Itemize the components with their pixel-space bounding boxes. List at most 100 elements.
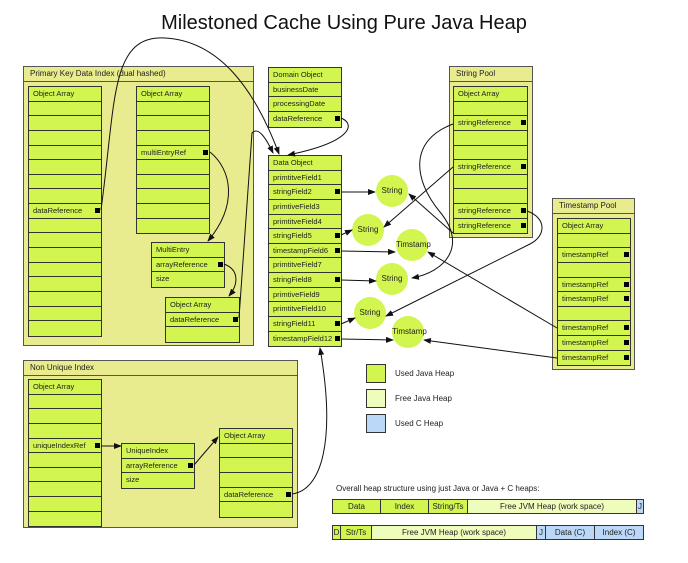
field-label: timestampRef xyxy=(562,338,609,348)
object-title: Object Array xyxy=(220,429,292,444)
arrow-timestampref-2 xyxy=(423,337,558,359)
field-label: primtiveField9 xyxy=(273,289,320,299)
empty-slot xyxy=(29,248,101,263)
object-nu-array2: Object Array dataReference xyxy=(219,428,293,518)
field-row: timestampRef xyxy=(558,351,630,366)
arrow-stringfield5 xyxy=(340,229,353,236)
object-title: MultiEntry xyxy=(152,243,224,258)
object-title: Object Array xyxy=(29,87,101,102)
field-row: stringReference xyxy=(454,160,527,175)
string-object: String xyxy=(352,214,384,246)
legend-label: Free Java Heap xyxy=(395,394,452,403)
field-row: arrayReference xyxy=(152,258,224,273)
arrow-stringfield11 xyxy=(340,317,356,325)
empty-slot xyxy=(558,234,630,249)
field-row: stringReference xyxy=(454,219,527,234)
arrow-stringref-1 xyxy=(411,123,454,280)
empty-slot xyxy=(454,102,527,117)
field-row: stringField11 xyxy=(269,317,341,332)
container-title: Non Unique Index xyxy=(24,361,297,376)
field-label: size xyxy=(156,274,170,284)
field-label: timestampRef xyxy=(562,352,609,362)
container-title: Timestamp Pool xyxy=(553,199,634,214)
empty-slot xyxy=(29,175,101,190)
reference-handle-icon xyxy=(335,321,340,327)
empty-slot xyxy=(454,189,527,205)
heap-segment: Str/Ts xyxy=(340,525,372,540)
arrow-timestampref-1 xyxy=(427,251,558,329)
field-label: stringReference xyxy=(458,118,511,128)
field-label: timestampRef xyxy=(562,250,609,260)
field-label: primtitveField1 xyxy=(273,172,322,182)
empty-slot xyxy=(137,131,209,146)
reference-handle-icon xyxy=(335,335,340,341)
arrow-timestampfield12 xyxy=(340,336,394,343)
empty-slot xyxy=(454,131,527,146)
field-row: timestampRef xyxy=(558,321,630,337)
reference-handle-icon xyxy=(521,208,526,214)
legend-swatch xyxy=(366,414,386,433)
field-row: timestampField6 xyxy=(269,244,341,259)
heap-segment: Index xyxy=(380,499,429,514)
object-title: Object Array xyxy=(558,219,630,234)
field-label: uniqueIndexRef xyxy=(33,440,86,450)
heap-segment: Free JVM Heap (work space) xyxy=(467,499,637,514)
field-label: primtitveField4 xyxy=(273,216,322,226)
reference-handle-icon xyxy=(624,354,629,360)
field-label: dataReference xyxy=(224,489,274,499)
field-row: dataReference xyxy=(269,112,341,127)
object-title: Object Array xyxy=(454,87,527,102)
field-label: dataReference xyxy=(33,206,83,216)
field-label: size xyxy=(126,475,140,485)
field-row: primtiveField3 xyxy=(269,200,341,215)
heap-caption: Overall heap structure using just Java o… xyxy=(336,484,540,493)
field-row: primtiveField9 xyxy=(269,288,341,303)
field-label: arrayReference xyxy=(126,460,178,470)
reference-handle-icon xyxy=(624,296,629,302)
empty-slot xyxy=(29,146,101,161)
reference-handle-icon xyxy=(335,115,340,121)
reference-handle-icon xyxy=(521,120,526,126)
arrow-nu-dataref-to-data xyxy=(291,347,328,495)
heap-segment: String/Ts xyxy=(428,499,468,514)
string-object: String xyxy=(376,263,408,295)
reference-handle-icon xyxy=(335,189,340,195)
field-row: stringReference xyxy=(454,116,527,131)
reference-handle-icon xyxy=(286,491,291,497)
heap-segment: J xyxy=(636,499,644,514)
field-label: dataReference xyxy=(170,314,220,324)
arrow-stringref-3 xyxy=(385,210,543,317)
field-row: timestampRef xyxy=(558,292,630,307)
field-label: businessDate xyxy=(273,84,319,94)
reference-handle-icon xyxy=(335,247,340,253)
empty-slot xyxy=(29,424,101,439)
field-row: primtitveField4 xyxy=(269,215,341,230)
legend-label: Used Java Heap xyxy=(395,369,455,378)
field-row: timestampRef xyxy=(558,278,630,293)
arrow-multientryref xyxy=(207,151,229,242)
field-label: stringReference xyxy=(458,220,511,230)
empty-slot xyxy=(137,160,209,175)
field-row: primtitveField10 xyxy=(269,302,341,318)
field-row: businessDate xyxy=(269,83,341,98)
field-label: primtiveField3 xyxy=(273,201,320,211)
field-row: stringField2 xyxy=(269,185,341,200)
field-label: timestampRef xyxy=(562,323,609,333)
object-title: Domain Object xyxy=(269,68,341,83)
empty-slot xyxy=(137,116,209,131)
object-pk-array1: Object Array dataReference xyxy=(28,86,102,337)
empty-slot xyxy=(29,219,101,234)
empty-slot xyxy=(29,189,101,205)
arrow-pk-dataref-to-data xyxy=(100,37,280,211)
heap-segment: Index (C) xyxy=(594,525,644,540)
empty-slot xyxy=(29,497,101,512)
field-row: stringReference xyxy=(454,204,527,219)
